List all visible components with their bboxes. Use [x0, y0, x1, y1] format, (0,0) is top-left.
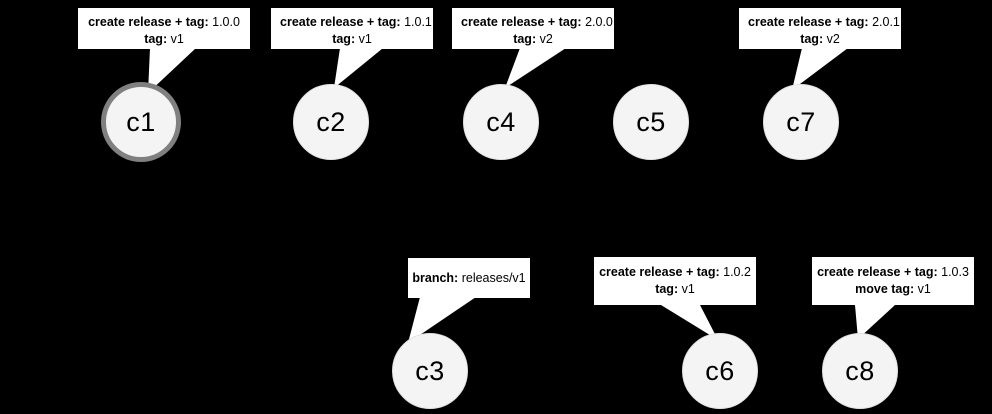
callout-value: 2.0.0 [585, 15, 613, 29]
commit-node-c7[interactable]: c7 [763, 84, 839, 160]
callout-value: 1.0.3 [941, 265, 969, 279]
callout-line: tag: v1 [655, 281, 695, 298]
callout-line: create release + tag: 2.0.0 [461, 14, 613, 31]
callout-key: create release + tag: [817, 265, 938, 279]
callout-value: 1.0.0 [212, 15, 240, 29]
callout-key: tag: [800, 32, 824, 46]
callout-key: create release + tag: [280, 15, 401, 29]
commit-node-c3[interactable]: c3 [392, 333, 468, 409]
callout-tail-c4 [505, 48, 566, 88]
callout-c3: branch: releases/v1 [408, 258, 530, 298]
commit-node-c2[interactable]: c2 [293, 84, 369, 160]
callout-line: create release + tag: 1.0.0 [87, 14, 241, 31]
callout-c2: create release + tag: 1.0.1 tag: v1 [271, 8, 433, 49]
commit-node-label: c4 [486, 106, 516, 137]
callout-line: tag: v1 [280, 31, 424, 48]
callout-line: move tag: v1 [855, 281, 931, 298]
callout-value: v1 [170, 32, 184, 46]
commit-node-label: c2 [316, 106, 346, 137]
callout-line: create release + tag: 1.0.2 [599, 264, 751, 281]
callout-value: 2.0.1 [872, 15, 900, 29]
callout-c1: create release + tag: 1.0.0 tag: v1 [78, 8, 250, 49]
callout-tail-c2 [334, 48, 383, 88]
callout-key: create release + tag: [748, 15, 869, 29]
callout-key: create release + tag: [599, 265, 720, 279]
callout-line: create release + tag: 2.0.1 [748, 14, 900, 31]
callout-key: tag: [144, 32, 168, 46]
callout-line: tag: v2 [461, 31, 605, 48]
callout-value: v1 [681, 282, 695, 296]
callout-line: branch: releases/v1 [412, 270, 525, 287]
callout-key: create release + tag: [88, 15, 209, 29]
commit-node-c5[interactable]: c5 [613, 84, 689, 160]
callout-tail-c1 [148, 48, 196, 93]
commit-node-c1[interactable]: c1 [101, 82, 181, 162]
commit-node-label: c6 [705, 355, 735, 386]
callout-c7: create release + tag: 2.0.1 tag: v2 [739, 8, 901, 49]
callout-line: create release + tag: 1.0.1 [280, 14, 432, 31]
callout-tail-c3 [408, 297, 476, 343]
commit-node-label: c1 [126, 106, 156, 137]
callout-key: branch: [412, 270, 459, 285]
commit-node-c4[interactable]: c4 [463, 84, 539, 160]
commit-node-c6[interactable]: c6 [682, 333, 758, 409]
callout-key: move tag: [855, 282, 915, 296]
callout-key: tag: [513, 32, 537, 46]
commit-node-label: c8 [845, 355, 875, 386]
callout-line: create release + tag: 1.0.3 [817, 264, 969, 281]
callout-value: 1.0.2 [723, 265, 751, 279]
callout-value: 1.0.1 [404, 15, 432, 29]
callout-value: v1 [358, 32, 372, 46]
callout-key: tag: [655, 282, 679, 296]
callout-key: tag: [332, 32, 356, 46]
callout-c4: create release + tag: 2.0.0 tag: v2 [452, 8, 614, 49]
callout-value: v2 [539, 32, 553, 46]
callout-tail-c7 [792, 48, 848, 90]
commit-node-label: c5 [636, 106, 666, 137]
commit-node-label: c7 [786, 106, 816, 137]
commit-node-c8[interactable]: c8 [822, 333, 898, 409]
callout-value: v2 [826, 32, 840, 46]
callout-c8: create release + tag: 1.0.3 move tag: v1 [812, 257, 974, 305]
callout-value: v1 [917, 282, 931, 296]
callout-line: tag: v2 [748, 31, 892, 48]
commit-node-label: c3 [415, 355, 445, 386]
callout-c6: create release + tag: 1.0.2 tag: v1 [594, 257, 756, 305]
callout-tail-c8 [855, 305, 895, 339]
callout-value: releases/v1 [461, 270, 526, 285]
callout-key: create release + tag: [461, 15, 582, 29]
callout-line: tag: v1 [87, 31, 241, 48]
callout-tail-c6 [661, 305, 718, 340]
